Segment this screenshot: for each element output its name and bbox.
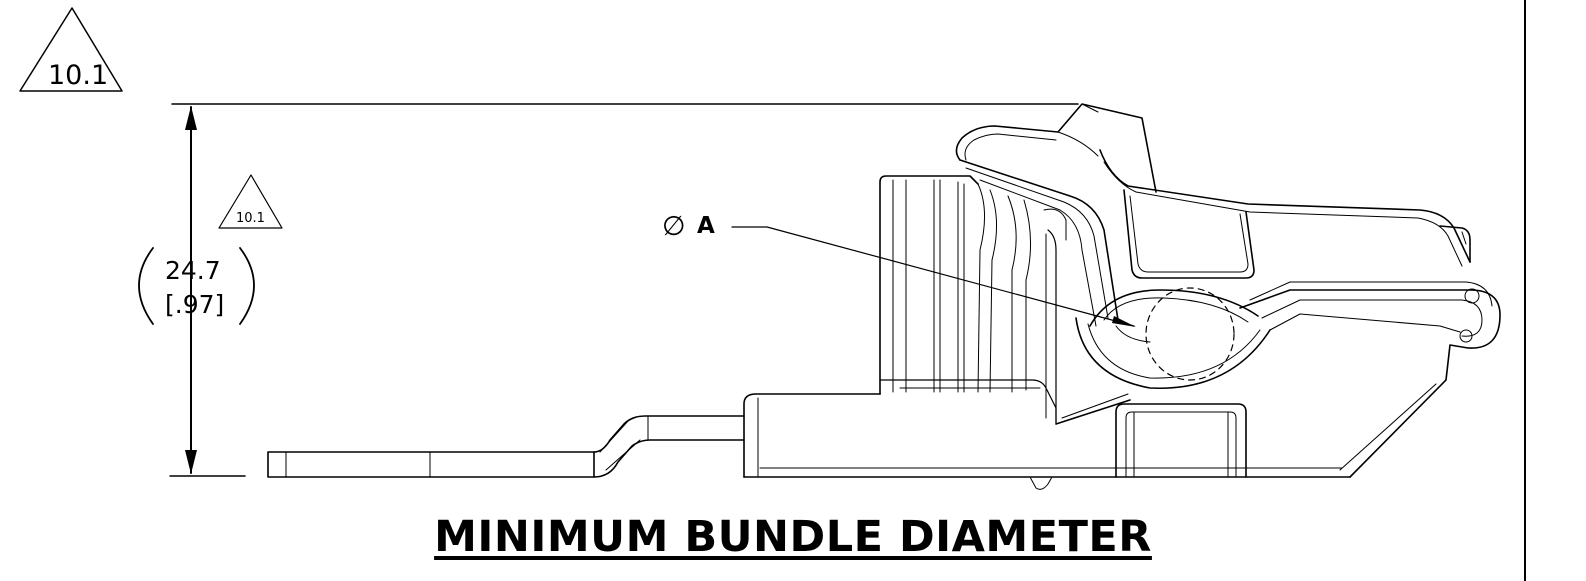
revision-flag-small-label: 10.1 bbox=[236, 211, 265, 226]
diameter-symbol: ∅ bbox=[662, 211, 686, 242]
drawing-title: MINIMUM BUNDLE DIAMETER bbox=[434, 512, 1152, 562]
dimension-imperial: [.97] bbox=[165, 290, 225, 319]
leader-arrow bbox=[1112, 316, 1136, 327]
revision-flag-triangle-main bbox=[19, 7, 123, 92]
arrow-head-top bbox=[185, 106, 197, 130]
bundle-circle bbox=[1145, 287, 1235, 381]
paren-left bbox=[138, 247, 154, 325]
arrow-head-bottom bbox=[185, 450, 197, 474]
revision-flag-main-label: 10.1 bbox=[48, 60, 109, 91]
paren-right bbox=[239, 247, 255, 325]
revision-flag-triangle-small bbox=[218, 174, 283, 229]
part-outline bbox=[267, 103, 1501, 490]
leader-line bbox=[731, 226, 1135, 327]
diameter-letter: A bbox=[697, 213, 715, 239]
dimension-metric: 24.7 bbox=[165, 256, 221, 285]
